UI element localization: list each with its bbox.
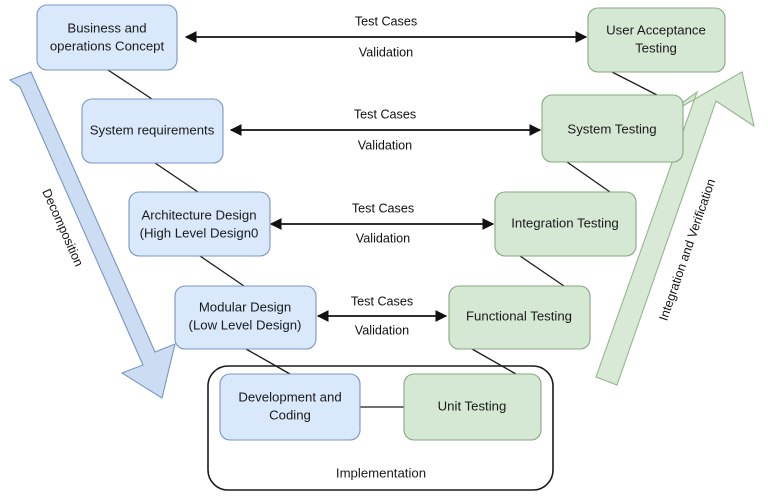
implementation-container: Implementation — [207, 365, 554, 491]
connector-concept-to-requirements — [107, 69, 153, 100]
node-architecture-design[interactable]: Architecture Design (High Level Design0 — [128, 191, 271, 257]
node-system-testing-rect[interactable] — [541, 94, 684, 163]
cross-link-2-bottom-label: Validation — [358, 138, 412, 152]
implementation-label: Implementation — [336, 465, 426, 480]
node-functional-testing[interactable]: Functional Testing — [448, 285, 591, 350]
cross-link-4: Test Cases Validation — [316, 294, 448, 337]
node-functional-testing-line1: Functional Testing — [466, 308, 572, 323]
node-development-and-coding[interactable]: Development and Coding — [219, 373, 361, 441]
cross-link-1-bottom-label: Validation — [359, 45, 413, 59]
node-development-and-coding-line2: Coding — [269, 407, 311, 422]
cross-link-4-top-label: Test Cases — [351, 294, 413, 308]
node-user-acceptance-testing[interactable]: User Acceptance Testing — [587, 7, 726, 73]
cross-link-1-top-label: Test Cases — [355, 14, 417, 28]
node-business-concept-rect[interactable] — [36, 4, 178, 71]
node-user-acceptance-testing-line2: Testing — [635, 40, 677, 55]
node-modular-design[interactable]: Modular Design (Low Level Design) — [174, 285, 317, 350]
node-modular-design-line2: (Low Level Design) — [189, 317, 302, 332]
cross-link-4-bottom-label: Validation — [355, 323, 409, 337]
node-unit-testing-rect[interactable] — [403, 373, 542, 441]
node-integration-testing[interactable]: Integration Testing — [494, 191, 637, 257]
node-business-concept-line2: operations Concept — [50, 38, 165, 53]
node-system-requirements[interactable]: System requirements — [81, 98, 224, 164]
node-business-concept-line1: Business and — [67, 20, 146, 35]
connector-uat-to-system-testing — [611, 71, 658, 96]
connector-functional-to-unit-testing — [471, 348, 517, 375]
connector-modular-to-development — [245, 348, 291, 375]
node-system-requirements-line1: System requirements — [90, 122, 215, 137]
node-development-and-coding-rect[interactable] — [219, 373, 361, 441]
node-integration-testing-rect[interactable] — [494, 191, 637, 257]
node-system-testing-line1: System Testing — [567, 121, 656, 136]
node-system-testing[interactable]: System Testing — [541, 94, 684, 163]
connector-architecture-to-modular — [199, 255, 245, 287]
node-architecture-design-rect[interactable] — [128, 191, 271, 257]
cross-link-3: Test Cases Validation — [269, 201, 495, 245]
cross-link-2-top-label: Test Cases — [354, 107, 416, 121]
node-functional-testing-rect[interactable] — [448, 285, 591, 350]
node-architecture-design-line2: (High Level Design0 — [140, 225, 259, 240]
node-modular-design-line1: Modular Design — [199, 299, 291, 314]
implementation-container-rect — [207, 365, 554, 491]
node-unit-testing[interactable]: Unit Testing — [403, 373, 542, 441]
node-system-requirements-rect[interactable] — [81, 98, 224, 164]
node-business-concept[interactable]: Business and operations Concept — [36, 4, 178, 71]
node-user-acceptance-testing-line1: User Acceptance — [606, 22, 706, 37]
cross-link-2: Test Cases Validation — [229, 107, 542, 152]
connector-requirements-to-architecture — [154, 162, 199, 193]
node-integration-testing-line1: Integration Testing — [511, 215, 619, 230]
node-modular-design-rect[interactable] — [174, 285, 317, 350]
cross-link-3-bottom-label: Validation — [356, 231, 410, 245]
node-development-and-coding-line1: Development and — [238, 389, 341, 404]
node-unit-testing-line1: Unit Testing — [438, 398, 507, 413]
node-connectors — [107, 69, 658, 408]
cross-link-1: Test Cases Validation — [184, 14, 588, 59]
cross-link-3-top-label: Test Cases — [352, 201, 414, 215]
node-architecture-design-line1: Architecture Design — [141, 207, 256, 222]
connector-system-testing-to-integration — [566, 161, 611, 193]
connector-integration-to-functional — [519, 255, 565, 287]
node-user-acceptance-testing-rect[interactable] — [587, 7, 726, 73]
